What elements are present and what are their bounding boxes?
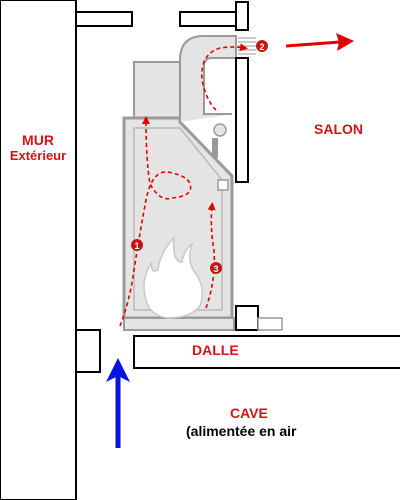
marker-1-label: 1: [134, 241, 139, 251]
cellar-label: CAVE: [230, 405, 268, 421]
control-lever: [212, 138, 218, 158]
door-latch: [217, 179, 229, 191]
ceiling-block-left: [75, 11, 133, 27]
marker-2-label: 2: [259, 42, 264, 52]
airflow-path-1: [119, 116, 192, 327]
airflow-path-3: [205, 202, 216, 309]
wall-label-line2: Extérieur: [9, 148, 67, 163]
ceiling-block-right: [179, 11, 237, 27]
room-wall-lower: [235, 305, 259, 331]
flame-icon: [143, 236, 203, 319]
control-knob: [213, 123, 227, 137]
hot-air-arrow-icon: [285, 33, 354, 51]
marker-3-label: 3: [213, 264, 218, 274]
slab-label: DALLE: [192, 342, 239, 358]
wall-block: [75, 329, 101, 373]
living-room-label: SALON: [314, 121, 363, 137]
insert-inner: [133, 127, 223, 311]
room-wall-upper: [235, 57, 249, 183]
room-wall-step: [257, 317, 283, 331]
chimney-tube: [133, 61, 181, 123]
wall-label-line1: MUR: [22, 132, 54, 148]
marker-3-dot: [210, 262, 222, 274]
wall-label: MUR Extérieur: [8, 133, 68, 162]
slab: [133, 335, 400, 369]
marker-1-dot: [131, 239, 143, 251]
vent-grill: [238, 37, 256, 55]
insert-base: [123, 317, 235, 331]
cold-air-arrow-icon: [106, 358, 130, 448]
hot-air-duct: [179, 35, 237, 122]
cellar-note: (alimentée en air: [186, 423, 297, 439]
airflow-path-2: [201, 43, 248, 111]
marker-2-dot: [256, 40, 268, 52]
exterior-wall: [0, 0, 77, 500]
ceiling-post: [235, 1, 249, 31]
